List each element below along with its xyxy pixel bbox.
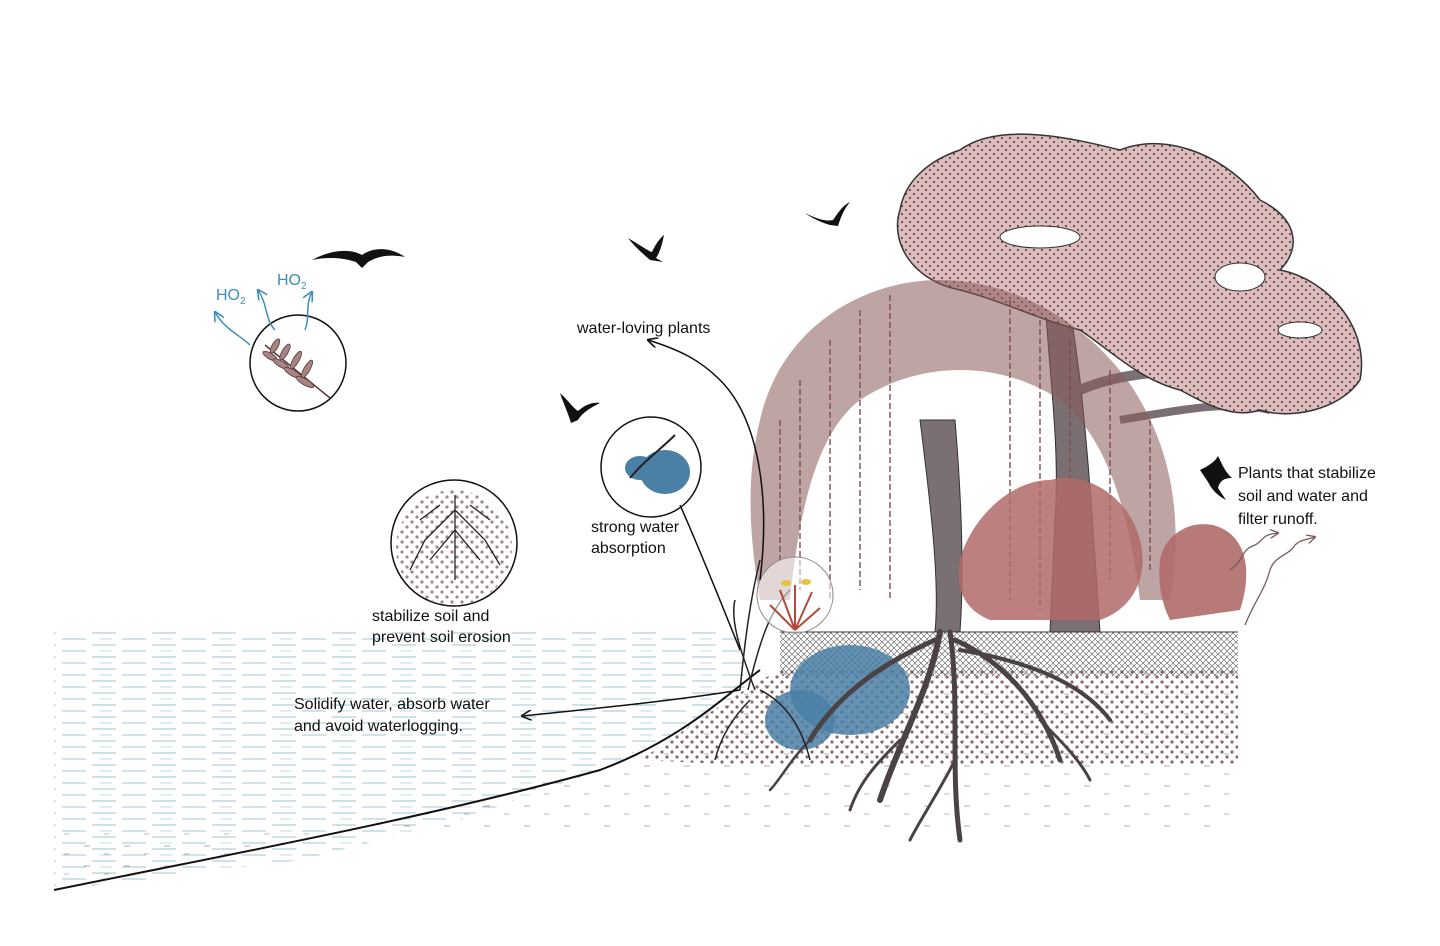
absorption-circle [600,416,702,518]
willow-tree [750,280,1176,633]
bird-icons [312,202,1232,500]
runoff-arrows [1229,533,1315,626]
oxygen-arrows [215,290,312,346]
label-strong-absorption-2: absorption [591,540,666,557]
water-body [54,630,745,890]
label-plants-stabilize-3: filter runoff. [1238,511,1318,528]
red-shrubs [958,478,1247,620]
oxygen-label-left: HO2 [216,287,246,308]
leaf-circle [249,314,347,412]
label-plants-stabilize-2: soil and water and [1238,488,1368,505]
label-stabilize-1: stabilize soil and [372,608,490,625]
label-solidify-2: and avoid waterlogging. [294,718,464,735]
label-solidify-1: Solidify water, absorb water [294,696,490,713]
tree-roots [768,629,1112,843]
label-strong-absorption-1: strong water [591,519,680,536]
label-water-loving-plants: water-loving plants [577,320,711,337]
callout-arrows [522,340,765,716]
label-plants-stabilize-1: Plants that stabilize [1238,465,1376,482]
water-loving-plant-circle [756,556,834,634]
label-stabilize-2: prevent soil erosion [372,629,511,646]
oxygen-label-right: HO2 [277,272,307,293]
root-circle [390,479,518,607]
